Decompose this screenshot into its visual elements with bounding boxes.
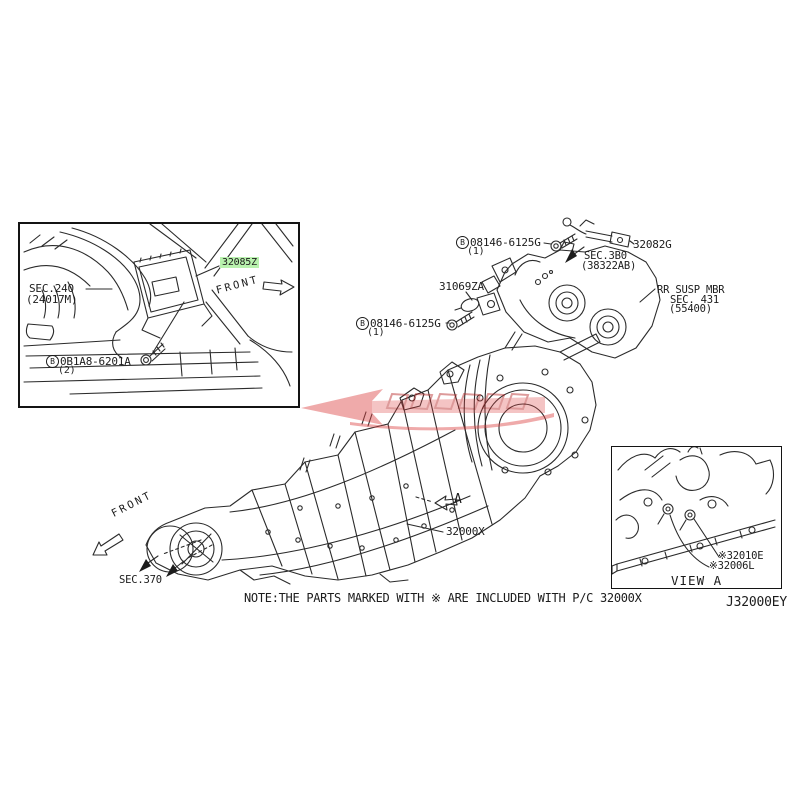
rear-suspension-member-drawing [481,241,661,359]
label-31069za: 31069ZA [439,280,484,293]
front-arrow-main [92,533,124,556]
label-rr-susp-mbr: RR SUSP MBR [657,284,725,296]
label-32000x: 32000X [446,525,485,538]
circle-b-icon: B [356,317,369,330]
label-bolt-0b1a8-qty: (2) [58,365,76,376]
label-bolt1-08146: B 08146-6125G [456,236,541,249]
part-number: 08146-6125G [370,316,441,330]
label-rr-susp-ref: (55400) [669,303,712,315]
circle-b-icon: B [456,236,469,249]
leader-32000x [406,523,444,533]
label-sec370: SEC.370 [119,574,162,586]
label-bolt1-qty: (1) [467,246,485,257]
transaxle-drawing [145,331,601,585]
bolt-08146-second-drawing [445,311,475,331]
watermark-logo [301,389,554,431]
label-32082g: 32082G [633,238,672,251]
note-text: NOTE:THE PARTS MARKED WITH ※ ARE INCLUDE… [244,591,642,605]
sensor-31069za-drawing [454,291,501,316]
label-sec3b0-ref: (38322AB) [581,260,637,272]
solid-arrow-sec3b0 [565,246,585,263]
label-32006l: ※32006L [709,560,755,572]
label-bolt2-qty: (1) [367,327,385,338]
engine-bay-inset-frame [18,222,300,408]
label-view-a-caption: VIEW A [671,573,723,588]
harness-32082g-drawing [562,217,635,248]
label-sec240-ref: (24017M) [26,293,78,306]
label-sec3b0: SEC.3B0 [584,250,627,262]
label-bolt-0b1a8: B 0B1A8-6201A [46,355,131,368]
label-bolt2-08146: B 08146-6125G [356,317,441,330]
part-number: 08146-6125G [470,235,541,249]
label-32085z-highlighted: 32085Z [220,257,259,268]
circle-b-icon: B [46,355,59,368]
label-view-marker-a: A [454,492,462,507]
label-32010e: ※32010E [718,550,764,562]
part-number: 0B1A8-6201A [60,354,131,368]
engine-bay-inset-drawing [23,223,295,395]
sec370-arrows [139,539,213,577]
label-rr-susp-sec: SEC. 431 [670,294,719,306]
bolt-08146-first-drawing [543,233,578,252]
label-sec240: SEC.240 [29,282,74,295]
view-a-inset-drawing [611,446,776,575]
view-a-callout-arrow [415,495,458,511]
view-a-inset-frame [611,446,782,589]
diagram-code: J32000EY [726,595,788,610]
